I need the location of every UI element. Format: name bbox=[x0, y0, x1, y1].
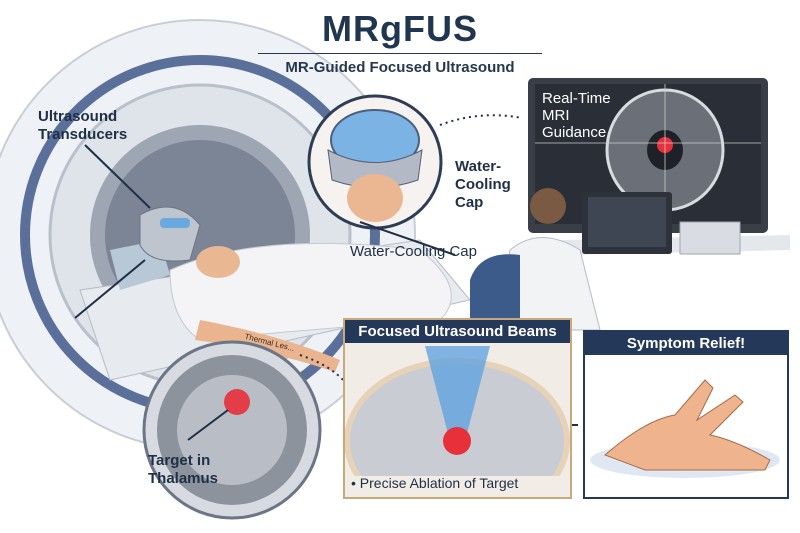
label-target-thalamus: Target in Thalamus bbox=[148, 452, 219, 487]
label-water-cooling-cap-inset: Water-Cooling Cap bbox=[455, 158, 511, 211]
label-water-cooling-cap: Water-Cooling Cap bbox=[350, 243, 477, 260]
beams-panel-caption: • Precise Ablation of Target bbox=[351, 475, 519, 491]
ultrasound-beam bbox=[425, 346, 490, 441]
beams-panel: Focused Ultrasound Beams • Precise Ablat… bbox=[343, 318, 572, 499]
page-subtitle: MR-Guided Focused Ultrasound bbox=[285, 59, 515, 76]
thalamus-inset bbox=[142, 340, 322, 520]
title-divider bbox=[258, 53, 542, 54]
target-focus bbox=[443, 427, 471, 455]
beams-illustration bbox=[345, 346, 570, 476]
cooling-cap-inset bbox=[307, 94, 443, 230]
label-ultrasound-transducers: Ultrasound Transducers bbox=[38, 108, 128, 143]
label-real-time-mri-guidance: Real-Time MRI Guidance bbox=[542, 90, 611, 141]
relief-panel: Symptom Relief! bbox=[583, 330, 789, 499]
relief-panel-title: Symptom Relief! bbox=[585, 332, 787, 355]
workstation bbox=[470, 188, 790, 331]
page-title: MRgFUS bbox=[322, 8, 478, 49]
hand-illustration bbox=[590, 379, 780, 478]
beams-panel-title: Focused Ultrasound Beams bbox=[345, 320, 570, 343]
